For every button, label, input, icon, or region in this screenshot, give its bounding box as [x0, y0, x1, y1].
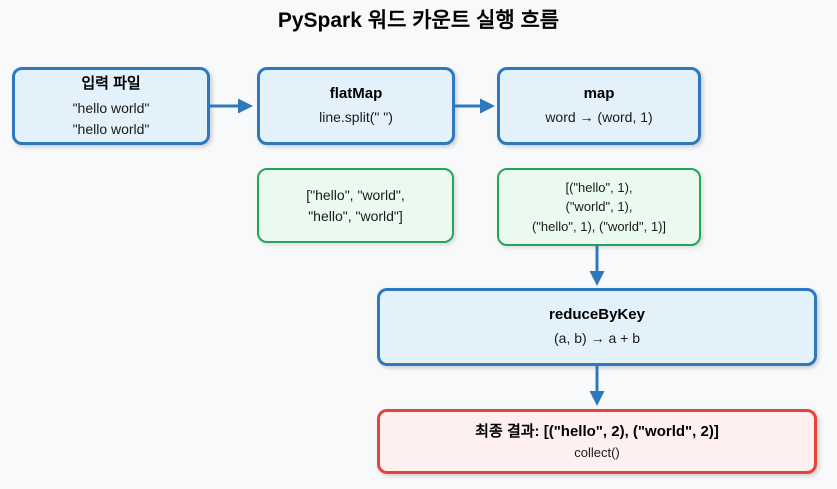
node-final-result-title: 최종 결과: [("hello", 2), ("world", 2)] [475, 423, 719, 441]
node-map-output-line: ("hello", 1), ("world", 1)] [531, 218, 667, 234]
node-reducebykey-line: (a, b) → a + b [554, 329, 640, 346]
node-map-title: map [583, 84, 615, 102]
node-flatmap-title: flatMap [329, 84, 383, 102]
node-flatmap-output-line: "hello", "world"] [308, 207, 403, 224]
diagram-title: PySpark 워드 카운트 실행 흐름 [277, 9, 560, 32]
node-input-file: 입력 파일 "hello world" "hello world" [12, 67, 210, 145]
node-input-file-line: "hello world" [72, 100, 150, 116]
node-final-result-line: collect() [574, 445, 620, 461]
node-map-output-line: [("hello", 1), [565, 179, 633, 195]
node-flatmap: flatMap line.split(" ") [257, 67, 455, 145]
node-map-output: [("hello", 1), ("world", 1), ("hello", 1… [497, 168, 701, 246]
node-map-line: word → (word, 1) [545, 108, 653, 125]
node-reducebykey-title: reduceByKey [549, 305, 645, 323]
node-flatmap-output-line: ["hello", "world", [306, 186, 405, 203]
node-flatmap-line: line.split(" ") [319, 108, 393, 125]
node-map-output-line: ("world", 1), [565, 199, 633, 215]
node-input-file-title: 입력 파일 [81, 75, 141, 92]
node-flatmap-output: ["hello", "world", "hello", "world"] [257, 168, 454, 243]
node-input-file-line: "hello world" [72, 121, 150, 137]
node-final-result: 최종 결과: [("hello", 2), ("world", 2)] coll… [377, 409, 817, 474]
node-reducebykey: reduceByKey (a, b) → a + b [377, 288, 817, 366]
node-map: map word → (word, 1) [497, 67, 701, 145]
